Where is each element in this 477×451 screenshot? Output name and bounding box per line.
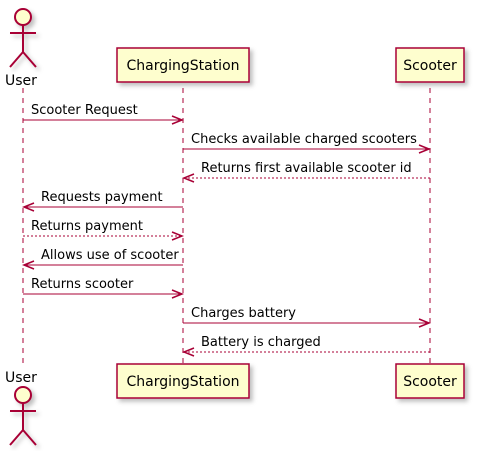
arrow-head-icon <box>171 289 185 299</box>
participant-label-station-top: ChargingStation <box>126 58 239 74</box>
message-label: Charges battery <box>191 306 296 321</box>
arrow-head-icon <box>181 173 195 183</box>
arrow-head-icon <box>21 260 35 270</box>
message-label: Allows use of scooter <box>41 248 179 263</box>
message-label: Returns first available scooter id <box>201 161 412 176</box>
message-label: Battery is charged <box>201 335 321 350</box>
participant-label-station-bottom: ChargingStation <box>126 374 239 390</box>
actor-icon <box>9 8 37 68</box>
participant-box-station <box>116 363 250 399</box>
message-label: Checks available charged scooters <box>191 132 417 147</box>
actor-label-top: User <box>5 73 37 89</box>
message-label: Returns scooter <box>31 277 134 292</box>
arrow-head-icon <box>418 144 432 154</box>
message-label: Scooter Request <box>31 103 138 118</box>
arrow-head-icon <box>418 318 432 328</box>
message-label: Returns payment <box>31 219 143 234</box>
participant-label-scooter-bottom: Scooter <box>403 374 457 390</box>
participant-box-scooter <box>395 363 465 399</box>
arrow-head-icon <box>171 231 185 241</box>
participant-label-scooter-top: Scooter <box>403 58 457 74</box>
actor-icon <box>9 386 37 446</box>
message-label: Requests payment <box>41 190 163 205</box>
participant-box-station <box>116 47 250 83</box>
actor-label-bottom: User <box>5 370 37 386</box>
arrow-head-icon <box>181 347 195 357</box>
participant-box-scooter <box>395 47 465 83</box>
arrow-head-icon <box>21 202 35 212</box>
arrow-head-icon <box>171 115 185 125</box>
